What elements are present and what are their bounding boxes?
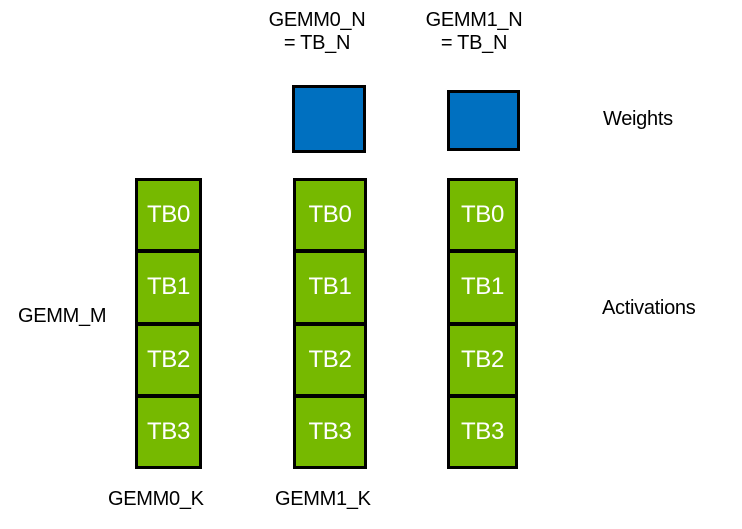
tb-cell-tb3: TB3	[138, 393, 199, 466]
gemm1-n-label-line1: GEMM1_N	[425, 9, 523, 31]
tb-cell-tb0: TB0	[146, 201, 191, 229]
gemm-m-label: GEMM_M	[18, 305, 107, 327]
gemm1-n-label-line2: = TB_N	[440, 32, 508, 54]
weights-box-gemm1	[447, 90, 520, 151]
gemm0-n-label-line2: = TB_N	[283, 32, 351, 54]
activations-column-gemm1: TB0 TB1 TB2 TB3	[293, 178, 367, 469]
tb-cell-tb2: TB2	[296, 321, 364, 394]
gemm0-n-label-line1: GEMM0_N	[268, 9, 366, 31]
gemm0-k-label: GEMM0_K	[108, 488, 204, 510]
tb-cell-tb1: TB1	[138, 249, 199, 321]
tb-cell-tb0: TB0	[308, 201, 352, 229]
activations-column-right: TB0 TB1 TB2 TB3	[447, 178, 518, 469]
tb-cell-tb1: TB1	[450, 249, 515, 321]
gemm0-n-label: GEMM0_N = TB_N	[237, 9, 397, 55]
tb-cell-tb1: TB1	[296, 249, 364, 321]
activations-column-gemm0: TB0 TB1 TB2 TB3	[135, 178, 202, 469]
tb-cell-tb2: TB2	[450, 321, 515, 394]
activations-label: Activations	[602, 297, 696, 319]
gemm1-n-label: GEMM1_N = TB_N	[394, 9, 554, 55]
tb-cell-tb3: TB3	[296, 393, 364, 466]
tb-cell-tb0: TB0	[460, 201, 505, 229]
gemm1-k-label: GEMM1_K	[275, 488, 371, 510]
tb-cell-tb2: TB2	[138, 321, 199, 394]
weights-box-gemm0	[292, 85, 366, 153]
tb-cell-tb3: TB3	[450, 393, 515, 466]
weights-label: Weights	[603, 108, 673, 130]
